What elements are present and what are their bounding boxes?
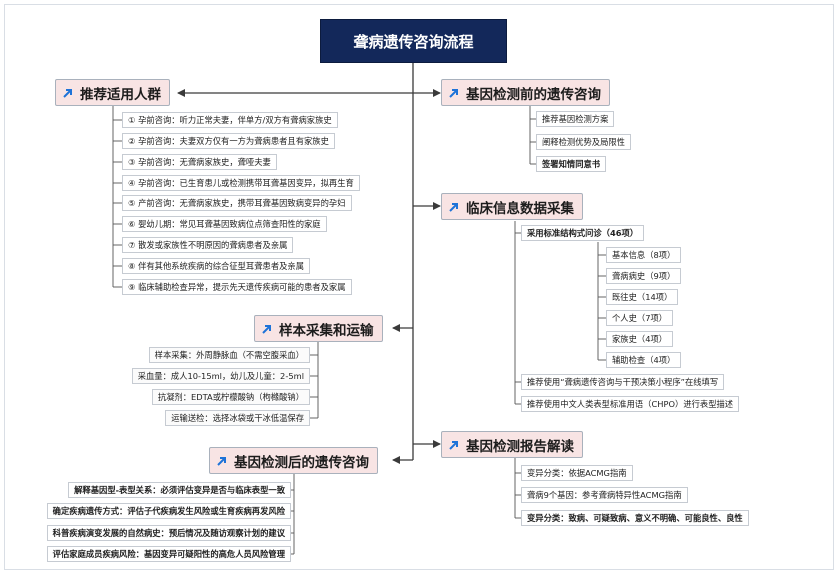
topic-label: 基因检测报告解读: [466, 438, 574, 455]
clinical-sub-5: 家族史（4项）: [606, 331, 674, 347]
diagonal-arrow-icon: [61, 86, 75, 100]
report-item-3: 变异分类：致病、可疑致病、意义不明确、可能良性、良性: [521, 510, 749, 526]
topic-pre-test-counseling[interactable]: 基因检测前的遗传咨询: [441, 79, 610, 106]
report-item-1: 变异分类：依据ACMG指南: [521, 465, 633, 481]
questionnaire-item: 采用标准结构式问诊（46项）: [521, 225, 645, 241]
canvas-border: [4, 4, 834, 570]
clinical-sub-1: 基本信息（8项）: [606, 247, 682, 263]
sampling-item-1: 样本采集：外周静脉血（不需空腹采血）: [148, 347, 310, 363]
post-item-2: 确定疾病遗传方式：评估子代疾病发生风险或生育疾病再发风险: [46, 503, 291, 519]
clinical-sub-4: 个人史（7项）: [606, 310, 674, 326]
population-item-1: ① 孕前咨询：听力正常夫妻，伴单方/双方有聋病家族史: [122, 112, 338, 128]
population-item-9: ⑨ 临床辅助检查异常，提示先天遗传疾病可能的患者及家属: [122, 279, 352, 295]
population-item-7: ⑦ 散发或家族性不明原因的聋病患者及亲属: [122, 237, 294, 253]
sampling-item-4: 运输送检：选择冰袋或干冰低温保存: [165, 410, 310, 426]
topic-post-test-counseling[interactable]: 基因检测后的遗传咨询: [209, 447, 378, 474]
clinical-sub-6: 辅助检查（4项）: [606, 352, 682, 368]
population-item-5: ⑤ 产前咨询：无聋病家族史，携带耳聋基因致病变异的孕妇: [122, 195, 352, 211]
topic-clinical-data[interactable]: 临床信息数据采集: [441, 193, 583, 220]
diagonal-arrow-icon: [447, 438, 461, 452]
population-item-8: ⑧ 伴有其他系统疾病的综合征型耳聋患者及亲属: [122, 258, 311, 274]
post-item-4: 评估家庭成员疾病风险：基因变异可疑阳性的高危人员风险管理: [46, 546, 291, 562]
diagram-title: 聋病遗传咨询流程: [320, 19, 507, 63]
pre-item-1: 推荐基因检测方案: [536, 111, 615, 127]
post-item-1: 解释基因型-表型关系：必须评估变异是否与临床表型一致: [68, 482, 291, 498]
pre-item-2: 阐释检测优势及局限性: [536, 134, 631, 150]
pre-item-3: 签署知情同意书: [536, 156, 607, 172]
diagonal-arrow-icon: [447, 86, 461, 100]
topic-population[interactable]: 推荐适用人群: [55, 79, 170, 106]
topic-label: 临床信息数据采集: [466, 200, 574, 217]
topic-label: 样本采集和运输: [279, 322, 374, 339]
sampling-item-2: 采血量：成人10-15ml，幼儿及儿童：2-5ml: [131, 368, 310, 384]
population-item-4: ④ 孕前咨询：已生育患儿或检测携带耳聋基因变异，拟再生育: [122, 175, 360, 191]
population-item-2: ② 孕前咨询：夫妻双方仅有一方为聋病患者且有家族史: [122, 133, 335, 149]
clinical-sub-2: 聋病病史（9项）: [606, 268, 682, 284]
population-item-3: ③ 孕前咨询：无聋病家族史，聋哑夫妻: [122, 154, 277, 170]
topic-report-interpretation[interactable]: 基因检测报告解读: [441, 431, 583, 458]
topic-label: 基因检测前的遗传咨询: [466, 86, 601, 103]
topic-label: 基因检测后的遗传咨询: [234, 454, 369, 471]
population-item-6: ⑥ 婴幼儿期：常见耳聋基因致病位点筛查阳性的家庭: [122, 216, 327, 232]
topic-label: 推荐适用人群: [80, 86, 161, 103]
diagonal-arrow-icon: [447, 200, 461, 214]
topic-sampling[interactable]: 样本采集和运输: [254, 315, 383, 342]
post-item-3: 科普疾病演变发展的自然病史：预后情况及随访观察计划的建议: [46, 525, 291, 541]
clinical-sub-3: 既往史（14项）: [606, 289, 679, 305]
clinical-extra-1: 推荐使用“聋病遗传咨询与干预决策小程序”在线填写: [521, 374, 725, 390]
diagonal-arrow-icon: [215, 454, 229, 468]
sampling-item-3: 抗凝剂：EDTA或柠檬酸钠（枸橼酸钠）: [151, 389, 310, 405]
diagonal-arrow-icon: [260, 322, 274, 336]
clinical-extra-2: 推荐使用中文人类表型标准用语（CHPO）进行表型描述: [521, 396, 740, 412]
report-item-2: 聋病9个基因：参考聋病特异性ACMG指南: [521, 487, 688, 503]
